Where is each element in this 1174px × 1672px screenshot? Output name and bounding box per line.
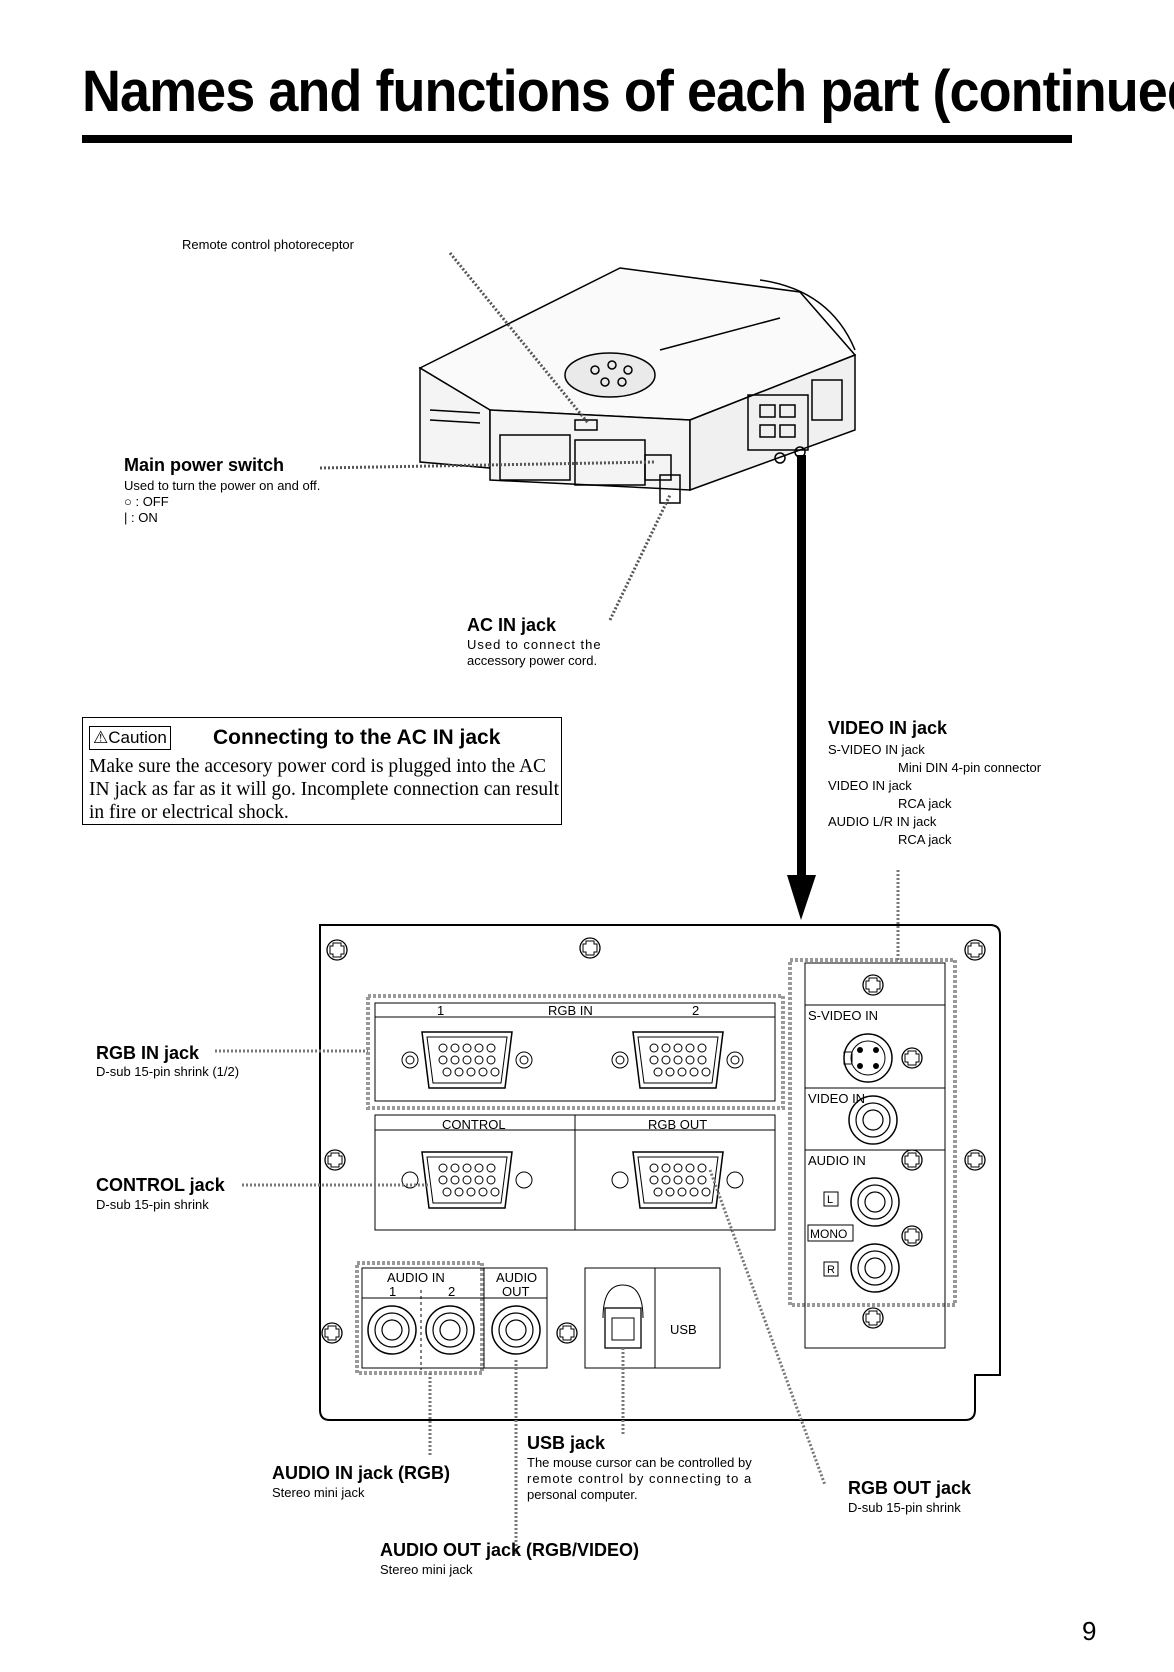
usb-title: USB jack [527,1433,606,1453]
video-in-line: RCA jack [898,796,952,811]
audio-out-desc: Stereo mini jack [380,1562,473,1577]
audio-in-1: 1 [389,1284,397,1299]
usb-desc2: remote control by connecting to a [527,1471,753,1486]
caution-box: ⚠Caution Connecting to the AC IN jack Ma… [82,717,562,825]
video-in-title: VIDEO IN jack [828,718,948,738]
video-in-line: S-VIDEO IN jack [828,742,925,757]
usb-desc1: The mouse cursor can be controlled by [527,1455,752,1470]
audio-in-title: AUDIO IN jack (RGB) [272,1463,451,1483]
caution-tag: ⚠Caution [89,726,171,750]
audio-in-panel-label: AUDIO IN [387,1270,445,1285]
audio-r-label: R [827,1264,835,1276]
caution-text: Make sure the accesory power cord is plu… [89,756,559,823]
ac-in-title: AC IN jack [467,615,557,635]
rgb-out-panel-label: RGB OUT [648,1117,708,1132]
audio-out-panel-label: AUDIO [496,1270,538,1285]
power-switch-title: Main power switch [124,455,285,475]
audio-in-2: 2 [448,1284,456,1299]
power-off-label: ○ : OFF [124,494,169,509]
power-on-label: | : ON [124,510,158,525]
caution-heading: Connecting to the AC IN jack [213,726,501,749]
rgb-in-2: 2 [692,1003,700,1018]
video-in-line: Mini DIN 4-pin connector [898,760,1042,775]
title-rule [82,135,1072,143]
control-title: CONTROL jack [96,1175,225,1195]
audio-out-title: AUDIO OUT jack (RGB/VIDEO) [380,1540,640,1560]
ac-in-desc2: accessory power cord. [467,653,598,668]
video-in-panel-label: VIDEO IN [808,1091,866,1106]
s-video-in-panel-label: S-VIDEO IN [808,1008,879,1023]
video-in-line: AUDIO L/R IN jack [828,814,937,829]
audio-in-right-panel-label: AUDIO IN [808,1153,866,1168]
rgb-in-desc: D-sub 15-pin shrink (1/2) [96,1064,240,1079]
page-title: Names and functions of each part (contin… [82,59,1174,124]
rgb-in-title: RGB IN jack [96,1043,200,1063]
ac-in-desc1: Used to connect the [467,637,602,652]
rgb-in-header: RGB IN [548,1003,593,1018]
audio-l-label: L [827,1194,834,1206]
rgb-in-1: 1 [437,1003,445,1018]
usb-desc3: personal computer. [527,1487,638,1502]
usb-panel-label: USB [670,1322,697,1337]
control-desc: D-sub 15-pin shrink [96,1197,209,1212]
video-in-line: VIDEO IN jack [828,778,912,793]
remote-photoreceptor-label: Remote control photoreceptor [182,237,354,252]
mono-label: MONO [810,1227,848,1241]
control-panel-label: CONTROL [442,1117,506,1132]
page-number: 9 [1082,1616,1097,1646]
rgb-out-desc: D-sub 15-pin shrink [848,1500,961,1515]
audio-out-panel-sub: OUT [502,1284,530,1299]
power-switch-desc: Used to turn the power on and off. [124,478,321,493]
audio-in-desc: Stereo mini jack [272,1485,365,1500]
video-in-line: RCA jack [898,832,952,847]
rgb-out-title: RGB OUT jack [848,1478,972,1498]
